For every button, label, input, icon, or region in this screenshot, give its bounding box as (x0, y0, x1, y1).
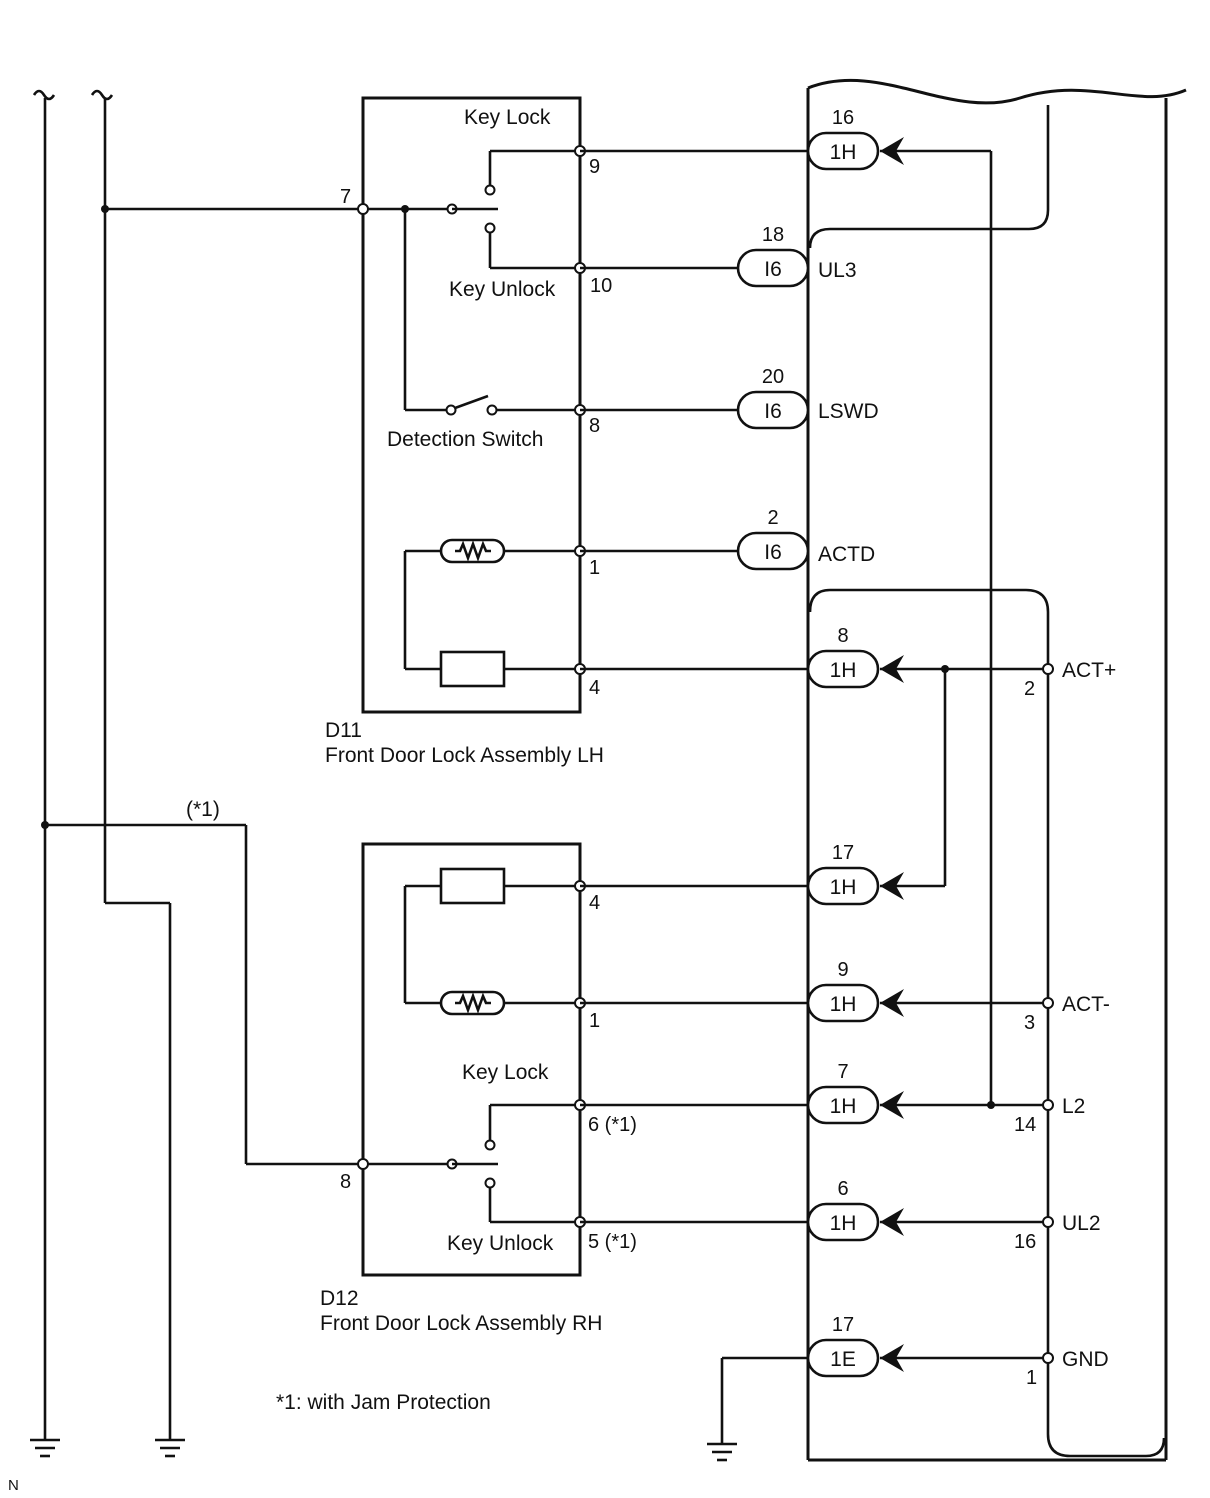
arrow-icon (880, 1208, 904, 1236)
ground-icon (30, 1438, 60, 1458)
connector-1e-17: 1E 17 (806, 1314, 904, 1378)
terminal-signal-ul2: UL2 (1062, 1212, 1101, 1235)
d11-pin-9: 9 (589, 156, 600, 178)
connector-1h-6: 1H 6 (806, 1178, 904, 1242)
svg-text:16: 16 (832, 107, 854, 129)
svg-text:1H: 1H (830, 141, 857, 164)
svg-text:18: 18 (762, 224, 784, 246)
connector-1h-7: 1H 7 (806, 1061, 904, 1125)
connector-1h-9: 1H 9 (806, 959, 904, 1023)
terminal-signal-gnd: GND (1062, 1348, 1109, 1371)
connector-1h-8: 1H 8 (806, 625, 904, 689)
svg-text:1H: 1H (830, 659, 857, 682)
connector-i6-2: I6 2 ACTD (736, 507, 875, 571)
terminal-pin-16: 16 (1014, 1231, 1036, 1253)
connectors: 1H 16 I6 18 UL3 I6 20 LSWD I6 2 ACTD 1H (736, 107, 904, 1378)
harness-wires (580, 149, 810, 1224)
svg-text:17: 17 (832, 842, 854, 864)
d11-front-door-lock-lh: Key Lock Key Unlock Detection Switch 7 9… (325, 96, 612, 767)
motor-icon (439, 650, 506, 688)
svg-text:17: 17 (832, 1314, 854, 1336)
arrow-icon (880, 1344, 904, 1372)
d11-pin-8: 8 (589, 415, 600, 437)
svg-text:1H: 1H (830, 1095, 857, 1118)
d12-pin-5: 5 (*1) (588, 1231, 637, 1253)
resistor-icon (455, 540, 491, 562)
svg-text:ACTD: ACTD (818, 543, 875, 566)
svg-text:1H: 1H (830, 993, 857, 1016)
svg-text:9: 9 (837, 959, 848, 981)
d11-key-lock-label: Key Lock (464, 106, 551, 129)
terminal-pin-2: 2 (1024, 678, 1035, 700)
d11-key-unlock-label: Key Unlock (449, 278, 556, 301)
svg-text:20: 20 (762, 366, 784, 388)
svg-text:UL3: UL3 (818, 259, 857, 282)
ecu-body: ACT+ 2 ACT- 3 L2 14 UL2 16 GND 1 (806, 78, 1187, 1462)
arrow-icon (880, 137, 904, 165)
arrow-icon (880, 1091, 904, 1119)
svg-text:1H: 1H (830, 876, 857, 899)
d12-pin-6: 6 (*1) (588, 1114, 637, 1136)
footnote: *1: with Jam Protection (276, 1391, 491, 1414)
corner-mark: N (8, 1477, 19, 1494)
terminal-signal-act-minus: ACT- (1062, 993, 1110, 1016)
svg-text:7: 7 (837, 1061, 848, 1083)
terminal-pin-1: 1 (1026, 1367, 1037, 1389)
arrow-icon (880, 989, 904, 1017)
svg-text:2: 2 (767, 507, 778, 529)
terminal-signal-l2: L2 (1062, 1095, 1085, 1118)
d12-pin-1: 1 (589, 1010, 600, 1032)
d12-name: Front Door Lock Assembly RH (320, 1312, 602, 1335)
motor-icon (439, 867, 506, 905)
d12-front-door-lock-rh: Key Lock Key Unlock 4 1 6 (*1) 5 (*1) 8 … (320, 842, 637, 1335)
svg-text:8: 8 (837, 625, 848, 647)
svg-text:I6: I6 (764, 258, 782, 281)
d11-code: D11 (325, 719, 362, 742)
d11-pin-10: 10 (590, 275, 612, 297)
connector-1h-16: 1H 16 (806, 107, 904, 171)
resistor-icon (455, 992, 491, 1014)
svg-text:1H: 1H (830, 1212, 857, 1235)
ground-icon (155, 1438, 185, 1458)
d11-name: Front Door Lock Assembly LH (325, 744, 604, 767)
svg-text:I6: I6 (764, 541, 782, 564)
ground-symbols (30, 1356, 810, 1462)
left-rails: (*1) (32, 89, 363, 1440)
svg-text:1E: 1E (830, 1348, 856, 1371)
connector-i6-20: I6 20 LSWD (736, 366, 879, 430)
d12-pin-8: 8 (340, 1171, 351, 1193)
terminal-signal-act-plus: ACT+ (1062, 659, 1116, 682)
svg-text:I6: I6 (764, 400, 782, 423)
d12-key-lock-label: Key Lock (462, 1061, 549, 1084)
terminal-pin-14: 14 (1014, 1114, 1036, 1136)
connector-1h-17: 1H 17 (806, 842, 904, 906)
d12-code: D12 (320, 1287, 359, 1310)
d11-pin-1: 1 (589, 557, 600, 579)
svg-text:LSWD: LSWD (818, 400, 879, 423)
connector-i6-18: I6 18 UL3 (736, 224, 857, 288)
d11-detection-switch-label: Detection Switch (387, 428, 543, 451)
d11-pin-4: 4 (589, 677, 600, 699)
terminal-pin-3: 3 (1024, 1012, 1035, 1034)
svg-text:6: 6 (837, 1178, 848, 1200)
arrow-icon (880, 655, 904, 683)
ground-icon (707, 1356, 810, 1462)
d11-pin-7: 7 (340, 186, 351, 208)
wire-note-label: (*1) (186, 798, 220, 821)
d12-key-unlock-label: Key Unlock (447, 1232, 554, 1255)
d12-pin-4: 4 (589, 892, 600, 914)
arrow-icon (880, 872, 904, 900)
